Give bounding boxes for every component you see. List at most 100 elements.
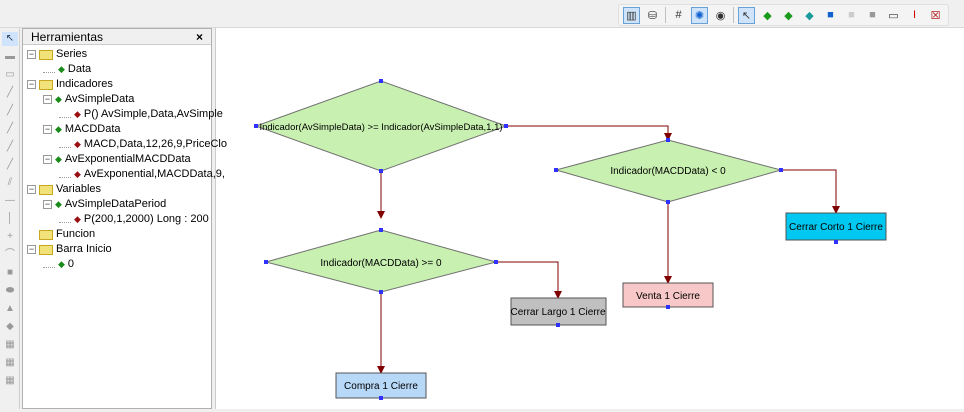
collapse-toggle[interactable]: − xyxy=(27,184,36,194)
gray-rect-button[interactable]: ■ xyxy=(843,7,860,24)
close-icon[interactable]: × xyxy=(195,30,203,44)
diagram-toolbar: ▥⛁#✺◉↖◆◆◆■■■▭I☒ xyxy=(618,4,949,26)
folder-icon xyxy=(39,49,53,60)
diamond-link2-icon: ◆ xyxy=(805,9,814,22)
collapse-toggle[interactable]: − xyxy=(43,154,52,164)
panel-button[interactable]: ▥ xyxy=(623,6,640,24)
green-node-icon: ◆ xyxy=(55,94,62,104)
tree-connector xyxy=(43,261,55,268)
delete-button[interactable]: ☒ xyxy=(927,7,944,24)
tree-item[interactable]: ◆P() AvSimple,Data,AvSimple xyxy=(59,107,223,122)
collapse-toggle[interactable]: − xyxy=(43,94,52,104)
pointer-tool[interactable]: ↖ xyxy=(2,32,18,46)
tree-item[interactable]: − Barra Inicio xyxy=(27,242,112,257)
green-node-icon: ◆ xyxy=(58,259,65,269)
action-compra[interactable]: Compra 1 Cierre xyxy=(335,372,427,399)
green-node-icon: ◆ xyxy=(55,199,62,209)
tree-item[interactable]: −Variables xyxy=(27,182,101,197)
text-cursor-button[interactable]: I xyxy=(906,7,923,24)
diagram-canvas[interactable]: Indicador(AvSimpleData) >= Indicador(AvS… xyxy=(215,28,964,409)
tree-item[interactable]: − Series xyxy=(27,47,87,62)
action-cerrar-corto[interactable]: Cerrar Corto 1 Cierre xyxy=(785,212,887,241)
panel-header: Herramientas × xyxy=(23,29,211,45)
line-tool[interactable]: ╱ xyxy=(6,87,14,98)
network-icon: ✺ xyxy=(694,9,705,22)
plus-tool[interactable]: + xyxy=(7,231,13,242)
triangle-tool[interactable]: ▲ xyxy=(5,303,15,314)
decision-1[interactable]: Indicador(AvSimpleData) >= Indicador(AvS… xyxy=(254,80,508,172)
tree-item[interactable]: ◆Data xyxy=(43,62,91,77)
collapse-toggle[interactable]: − xyxy=(43,124,52,134)
diamond-icon: ◆ xyxy=(763,9,772,22)
square-tool[interactable]: ■ xyxy=(6,267,14,278)
green-node-icon: ◆ xyxy=(58,64,65,74)
diamond-button[interactable]: ◆ xyxy=(759,7,776,24)
tree-item[interactable]: −◆MACDData xyxy=(43,122,121,137)
green-node-icon: ◆ xyxy=(55,154,62,164)
double-line-tool[interactable]: ⫽ xyxy=(7,177,13,188)
tree-item[interactable]: ◆AvExponential,MACDData,9, xyxy=(59,167,225,182)
grid-button[interactable]: # xyxy=(670,7,687,24)
compra-label: Compra 1 Cierre xyxy=(344,381,418,392)
network-button[interactable]: ✺ xyxy=(691,6,708,24)
venta-label: Venta 1 Cierre xyxy=(636,291,700,302)
toolbar-separator xyxy=(733,7,734,23)
tree-item-label: Data xyxy=(67,63,92,75)
tree-item[interactable]: ◆MACD,Data,12,26,9,PriceClo xyxy=(59,137,227,152)
red-node-icon: ◆ xyxy=(74,214,81,224)
decision-2[interactable]: Indicador(MACDData) < 0 xyxy=(554,139,783,203)
grid-tool[interactable]: ▦ xyxy=(5,357,15,368)
view-button[interactable]: ◉ xyxy=(712,7,729,24)
top-toolbar: ▥⛁#✺◉↖◆◆◆■■■▭I☒ xyxy=(0,0,964,28)
left-toolbar: ↖ ▬ ▭ ╱ ╱ ╱ ╱ ╱ ⫽ — │ + ⌒ ■ ⬬ ▲ ◆ ▦ ▦ ▦ xyxy=(0,28,20,409)
action-cerrar-largo[interactable]: Cerrar Largo 1 Cierre xyxy=(510,297,607,326)
rect-tool[interactable]: ▭ xyxy=(5,69,15,80)
decision-3-label: Indicador(MACDData) >= 0 xyxy=(320,258,442,269)
tree-item[interactable]: −◆AvSimpleDataPeriod xyxy=(43,197,166,212)
tree-item[interactable]: −◆AvSimpleData xyxy=(43,92,134,107)
component-tool[interactable]: ▬ xyxy=(5,51,15,62)
folder-icon xyxy=(39,79,53,90)
diamond-tool[interactable]: ◆ xyxy=(6,321,14,332)
line-tool[interactable]: ╱ xyxy=(6,159,14,170)
decision-2-label: Indicador(MACDData) < 0 xyxy=(610,166,726,177)
tree-item[interactable]: ◆0 xyxy=(43,257,74,272)
collapse-toggle[interactable]: − xyxy=(27,244,36,254)
database-button[interactable]: ⛁ xyxy=(644,7,661,24)
red-node-icon: ◆ xyxy=(74,109,81,119)
hline-tool[interactable]: — xyxy=(5,195,15,206)
vline-tool[interactable]: │ xyxy=(6,213,14,224)
line-tool[interactable]: ╱ xyxy=(6,141,14,152)
collapse-toggle[interactable]: − xyxy=(27,49,36,59)
panel-icon: ▥ xyxy=(626,9,637,22)
diamond-link2-button[interactable]: ◆ xyxy=(801,7,818,24)
grid-tool[interactable]: ▦ xyxy=(5,339,15,350)
pointer-button[interactable]: ↖ xyxy=(738,6,755,24)
decision-1-label: Indicador(AvSimpleData) >= Indicador(AvS… xyxy=(259,122,502,133)
tree-connector xyxy=(43,66,55,73)
red-node-icon: ◆ xyxy=(74,139,81,149)
tree-item[interactable]: −◆AvExponentialMACDData xyxy=(43,152,191,167)
collapse-toggle[interactable]: − xyxy=(27,79,36,89)
action-venta[interactable]: Venta 1 Cierre xyxy=(622,282,714,308)
tree-item-label: AvExponentialMACDData xyxy=(64,153,191,165)
curve-tool[interactable]: ⌒ xyxy=(5,249,15,260)
tree-item-label: Barra Inicio xyxy=(56,243,112,255)
pointer-icon: ↖ xyxy=(741,9,752,22)
folder-icon xyxy=(39,244,53,255)
decision-3[interactable]: Indicador(MACDData) >= 0 xyxy=(264,229,498,293)
tree-item[interactable]: ◆P(200,1,2000) Long : 200 xyxy=(59,212,209,227)
grid-tool[interactable]: ▦ xyxy=(5,375,15,386)
collapse-toggle[interactable]: − xyxy=(43,199,52,209)
tree-item[interactable]: Funcion xyxy=(27,227,95,242)
line-tool[interactable]: ╱ xyxy=(6,123,14,134)
edge-d3-cerrar-largo xyxy=(496,261,562,299)
dark-gray-rect-button[interactable]: ■ xyxy=(864,7,881,24)
tree-item-label: Series xyxy=(56,48,88,60)
ellipse-tool[interactable]: ⬬ xyxy=(5,285,15,296)
console-button[interactable]: ▭ xyxy=(885,7,902,24)
tree-item[interactable]: −Indicadores xyxy=(27,77,113,92)
diamond-link-button[interactable]: ◆ xyxy=(780,7,797,24)
blue-rect-button[interactable]: ■ xyxy=(822,7,839,24)
line-tool[interactable]: ╱ xyxy=(6,105,14,116)
